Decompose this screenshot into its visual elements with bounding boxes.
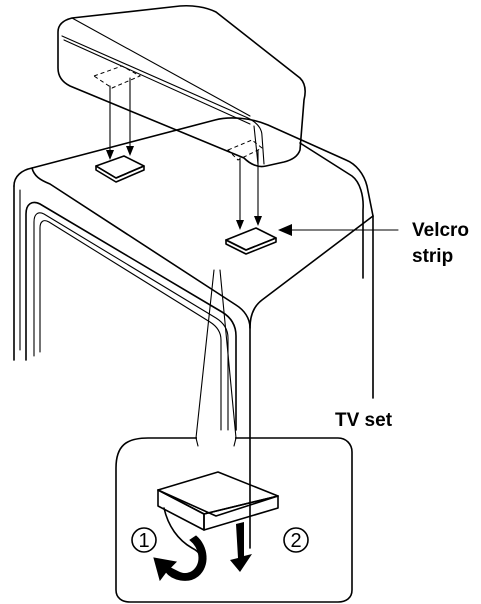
velcro-leader-arrowhead	[278, 224, 292, 236]
speaker-grille-seam	[63, 39, 251, 125]
step-1-circle	[131, 527, 157, 553]
tv-right-side	[249, 215, 374, 329]
speaker-front-edge	[61, 35, 265, 165]
peel-arrow-icon	[153, 535, 207, 582]
speaker	[57, 4, 306, 168]
placement-arrows	[106, 77, 262, 230]
tv-screen-bezel-inner	[33, 212, 229, 431]
speaker-velcro-outline-right	[227, 139, 263, 161]
tv-screen-bezel-inner2	[39, 220, 222, 431]
speaker-velcro-outline-left	[92, 65, 142, 89]
magnifier-cone-gap	[197, 436, 235, 441]
speaker-grille-seam-2	[253, 125, 259, 165]
callout-leaders	[278, 224, 399, 399]
drop-arrowhead-right-1	[236, 220, 244, 230]
step-2-circle	[283, 527, 309, 553]
tv-front-top-edge	[31, 167, 251, 549]
velcro-label-line2: strip	[412, 246, 453, 267]
tv-rear-right-edge	[299, 142, 364, 279]
tv-top-surface	[13, 117, 374, 217]
speaker-top-ridge	[71, 17, 251, 117]
speaker-body	[57, 4, 306, 168]
drop-arrowhead-right-2	[254, 216, 262, 226]
tv-set-label: TV set	[335, 410, 393, 431]
magnifier-cone	[195, 269, 237, 439]
drop-arrowhead-left-2	[126, 146, 134, 156]
step-1-number: 1	[138, 530, 149, 552]
tv-set	[13, 117, 374, 549]
magnifier-cone-tips	[195, 437, 237, 447]
tv-screen-bezel-outer	[25, 201, 237, 431]
inset-frame	[115, 437, 353, 603]
velcro-strip-right-thickness	[225, 237, 277, 255]
velcro-label-line1: Velcro	[412, 220, 469, 241]
velcro-strip-left-thickness	[95, 165, 145, 183]
inset-block-top-edge-fix	[157, 489, 279, 515]
velcro-strips	[95, 155, 277, 255]
press-down-arrow-icon	[230, 522, 252, 572]
velcro-strip-right	[225, 227, 277, 251]
inset-block-top	[157, 471, 279, 517]
step-2-number: 2	[290, 530, 301, 552]
drop-arrowhead-left-1	[106, 150, 114, 160]
detail-magnifier: 1 2	[115, 269, 353, 603]
